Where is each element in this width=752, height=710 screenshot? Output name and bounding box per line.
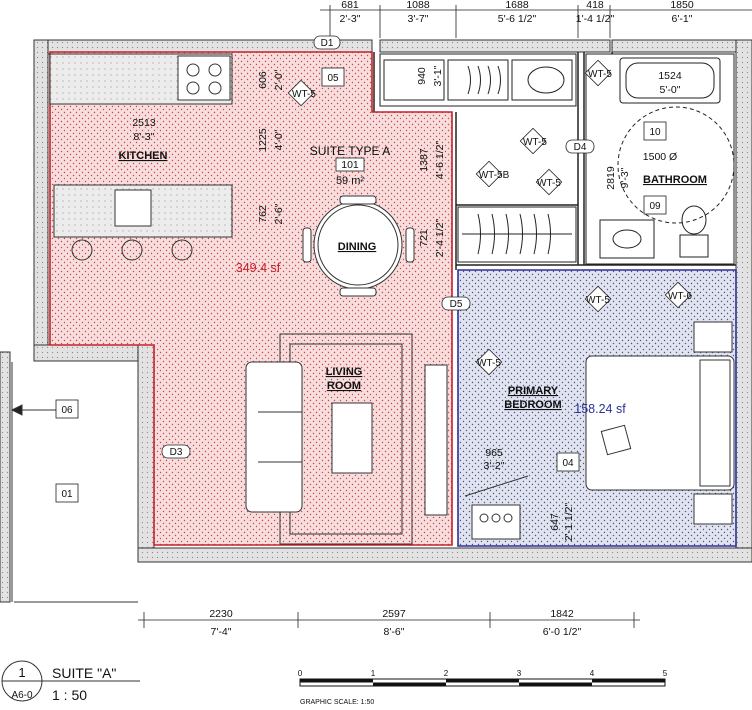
tub-width-mm: 1524 bbox=[658, 70, 682, 82]
top-dim-ft: 5'-6 1/2" bbox=[498, 13, 537, 25]
room-kitchen: KITCHEN bbox=[119, 150, 168, 162]
bedroom-area-sf: 158.24 sf bbox=[574, 402, 626, 416]
wall-type-tag: WT-5 bbox=[523, 137, 547, 148]
tag-06: 06 bbox=[61, 405, 73, 416]
dim-965-mm: 965 bbox=[485, 447, 503, 459]
dim-762-mm: 762 bbox=[257, 205, 269, 223]
turning-circle-dia: 1500 Ø bbox=[643, 151, 677, 163]
living-furniture bbox=[245, 333, 448, 545]
scale-tick: 2 bbox=[444, 669, 449, 678]
dim-606-mm: 606 bbox=[257, 71, 269, 89]
closet-bedroom bbox=[464, 475, 529, 540]
bottom-dim-ft: 8'-6" bbox=[384, 626, 405, 638]
dim-1225-mm: 1225 bbox=[257, 128, 269, 152]
wall-type-tag: WT-5 bbox=[586, 295, 610, 306]
room-bathroom: BATHROOM bbox=[643, 174, 707, 186]
bottom-dim-mm: 2230 bbox=[209, 608, 233, 620]
kitchen-width-mm: 2513 bbox=[132, 117, 156, 129]
bottom-dim-mm: 1842 bbox=[550, 608, 574, 620]
dim-940-mm: 940 bbox=[416, 67, 428, 85]
top-dim-mm: 1850 bbox=[670, 0, 694, 11]
top-dim-mm: 681 bbox=[341, 0, 359, 11]
wall-type-tag: WT-5 bbox=[292, 89, 316, 100]
top-dim-mm: 418 bbox=[586, 0, 604, 11]
bottom-dim-mm: 2597 bbox=[382, 608, 406, 620]
balcony bbox=[0, 351, 138, 603]
room-dining: DINING bbox=[338, 241, 377, 253]
tub-width-ft: 5'-0" bbox=[660, 84, 681, 96]
closet-top bbox=[379, 53, 577, 107]
tag-09: 09 bbox=[649, 201, 661, 212]
graphic-scale-label: GRAPHIC SCALE: 1:50 bbox=[300, 699, 374, 706]
dim-2819-ft: 9'-3" bbox=[619, 167, 631, 188]
tag-10: 10 bbox=[649, 127, 661, 138]
suite-number: 101 bbox=[341, 159, 359, 171]
dim-721-mm: 721 bbox=[418, 229, 430, 247]
sheet-number: A6-0 bbox=[11, 690, 33, 701]
room-bedroom-1: PRIMARY bbox=[508, 385, 559, 397]
wall-type-tag: WT-6 bbox=[668, 291, 692, 302]
room-living-1: LIVING bbox=[326, 366, 363, 378]
dim-606-ft: 2'-0" bbox=[273, 69, 285, 90]
wall-type-tag: WT-5 bbox=[537, 178, 561, 189]
top-dim-ft: 3'-7" bbox=[408, 13, 429, 25]
tag-05: 05 bbox=[327, 73, 339, 84]
bottom-dim-ft: 7'-4" bbox=[211, 626, 232, 638]
dim-940-ft: 3'-1" bbox=[432, 65, 444, 86]
detail-number: 1 bbox=[18, 665, 25, 680]
door-tag-d5: D5 bbox=[450, 299, 463, 310]
door-tag-d4: D4 bbox=[574, 142, 587, 153]
exterior-walls bbox=[33, 39, 752, 563]
dim-721-ft: 2'-4 1/2" bbox=[434, 219, 446, 258]
bathtub bbox=[619, 57, 721, 104]
scale-tick: 0 bbox=[298, 669, 303, 678]
bottom-dimension-line bbox=[138, 612, 640, 628]
kitchen-width-ft: 8'-3" bbox=[134, 131, 155, 143]
wall-type-tag: WT-5 bbox=[477, 358, 501, 369]
bathroom-fixtures bbox=[599, 106, 735, 259]
drawing-title: SUITE "A" bbox=[52, 665, 116, 681]
bed bbox=[585, 321, 735, 525]
bottom-dim-ft: 6'-0 1/2" bbox=[543, 626, 582, 638]
dim-762-ft: 2'-6" bbox=[273, 203, 285, 224]
scale-tick: 5 bbox=[663, 669, 668, 678]
top-dimension-line bbox=[320, 5, 752, 38]
dim-1387-ft: 4'-6 1/2" bbox=[434, 141, 446, 180]
room-bedroom-2: BEDROOM bbox=[504, 399, 561, 411]
top-dim-mm: 1688 bbox=[505, 0, 529, 11]
scale-tick: 3 bbox=[517, 669, 522, 678]
wall-type-tag: WT-5 bbox=[588, 69, 612, 80]
top-dim-ft: 2'-3" bbox=[340, 13, 361, 25]
door-tag-d3: D3 bbox=[170, 447, 183, 458]
title-block bbox=[1, 660, 666, 702]
watermark: Century 21 Heritage House LTD. Brokerage bbox=[236, 657, 488, 672]
suite-name: SUITE TYPE A bbox=[310, 144, 390, 158]
closet-middle bbox=[457, 206, 577, 263]
dim-2819-mm: 2819 bbox=[605, 166, 617, 190]
tag-01: 01 bbox=[61, 489, 73, 500]
dining-table bbox=[302, 195, 415, 297]
dim-1225-ft: 4'-0" bbox=[273, 129, 285, 150]
kitchen-counters bbox=[49, 53, 233, 261]
scale-tick: 4 bbox=[590, 669, 595, 678]
top-dim-ft: 1'-4 1/2" bbox=[576, 13, 615, 25]
wall-type-tag: WT-5B bbox=[479, 170, 510, 181]
drawing-scale: 1 : 50 bbox=[52, 687, 87, 703]
door-tag-d1: D1 bbox=[321, 38, 334, 49]
scale-tick: 1 bbox=[371, 669, 376, 678]
dim-1387-mm: 1387 bbox=[418, 148, 430, 172]
suite-area: 59 m² bbox=[336, 175, 364, 187]
dim-647-mm: 647 bbox=[549, 513, 561, 531]
dim-965-ft: 3'-2" bbox=[484, 460, 505, 472]
room-living-2: ROOM bbox=[327, 380, 361, 392]
top-dim-mm: 1088 bbox=[406, 0, 430, 11]
living-area-sf: 349.4 sf bbox=[236, 261, 281, 275]
dim-647-ft: 2'-1 1/2" bbox=[563, 503, 575, 542]
top-dim-ft: 6'-1" bbox=[672, 13, 693, 25]
tag-04: 04 bbox=[562, 458, 574, 469]
